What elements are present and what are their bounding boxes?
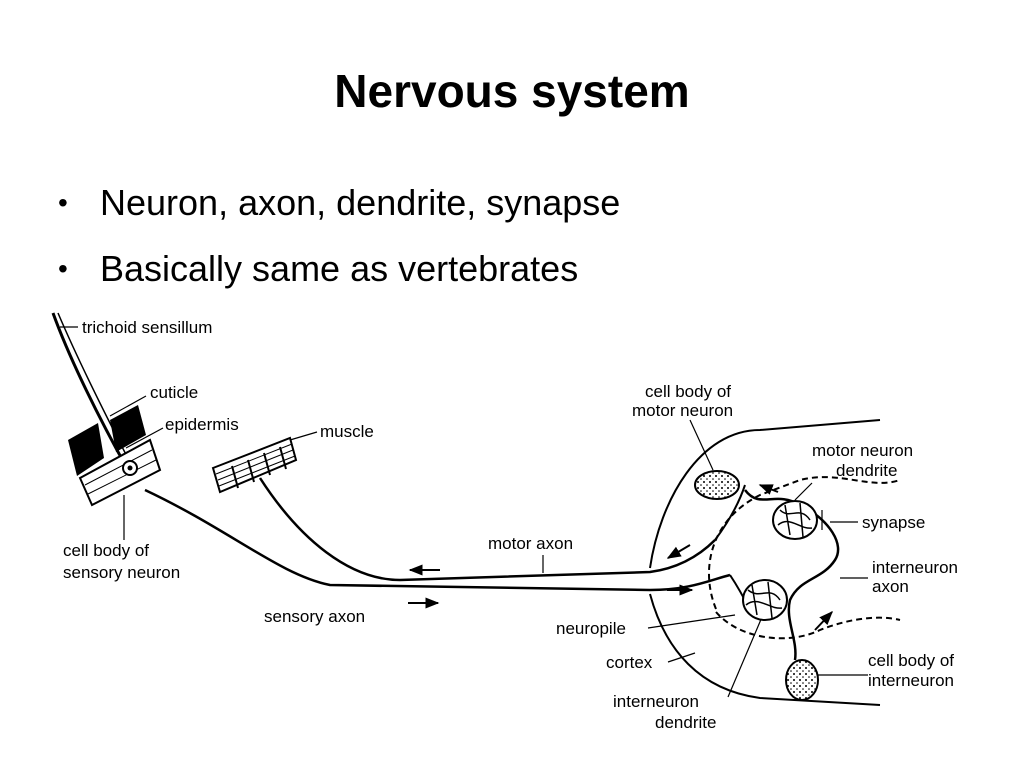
bullet-text: Basically same as vertebrates [100,248,579,289]
label-motor-cell-body-line1: cell body of [645,382,731,401]
bullet-item: • Basically same as vertebrates [58,236,620,302]
label-interneuron-cell-body-line2: interneuron [868,671,954,690]
bullet-icon: • [58,253,68,284]
signal-arrows [408,484,833,631]
label-leader-lines [60,326,868,698]
label-sensory-axon: sensory axon [264,607,365,626]
trichoid-sensillum-shape [51,312,135,471]
label-muscle: muscle [320,422,374,441]
label-interneuron-axon-line1: interneuron [872,558,958,577]
interneuron-cell-body [785,659,819,701]
label-cuticle: cuticle [150,383,198,402]
bullet-list: • Neuron, axon, dendrite, synapse • Basica… [58,170,620,302]
label-interneuron-cell-body-line1: cell body of [868,651,954,670]
neuropile-boundary [708,476,901,610]
motor-neuron-cell-body [694,470,740,500]
slide-title: Nervous system [334,65,690,117]
label-interneuron-axon-line2: axon [872,577,909,596]
nerve-pathways [144,419,881,706]
label-motor-cell-body-line2: motor neuron [632,401,733,420]
label-neuropile: neuropile [556,619,626,638]
label-sensory-cell-body-line2: sensory neuron [63,563,180,582]
muscle-shape [211,436,298,494]
label-motor-dendrite-line2: dendrite [836,461,897,480]
bullet-text: Neuron, axon, dendrite, synapse [100,182,621,223]
bullet-icon: • [58,187,68,218]
interneuron-dendrite-tuft [742,579,788,621]
neuropile-boundary [715,611,901,640]
label-trichoid-sensillum: trichoid sensillum [82,318,212,337]
motor-dendrite-tuft [772,500,818,540]
label-cortex: cortex [606,653,653,672]
cuticle-epidermis-shape [68,405,162,507]
label-motor-dendrite-line1: motor neuron [812,441,913,460]
label-epidermis: epidermis [165,415,239,434]
label-interneuron-dendrite-line1: interneuron [613,692,699,711]
label-sensory-cell-body-line1: cell body of [63,541,149,560]
bullet-item: • Neuron, axon, dendrite, synapse [58,170,620,236]
label-interneuron-dendrite-line2: dendrite [655,713,716,732]
label-synapse: synapse [862,513,925,532]
label-motor-axon: motor axon [488,534,573,553]
